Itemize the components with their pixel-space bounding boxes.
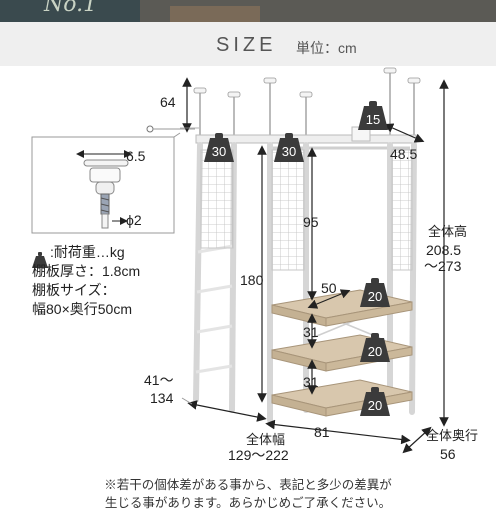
- total-height-value-b: 〜273: [424, 258, 462, 274]
- left-width-label-a: 41〜: [144, 372, 174, 388]
- disclaimer: ※若干の個体差がある事から、表記と多少の差異が 生じる事があります。あらかじめご…: [0, 476, 496, 512]
- size-title: SIZE: [216, 34, 277, 56]
- total-height-value-a: 208.5: [426, 242, 462, 258]
- svg-text:15: 15: [366, 112, 380, 127]
- svg-text:30: 30: [282, 144, 296, 159]
- total-width-title: 全体幅: [246, 432, 286, 447]
- top-bar: [195, 134, 417, 144]
- grid-height-label: 180: [240, 272, 264, 288]
- depth-top-label: 48.5: [390, 146, 418, 162]
- total-depth-arrow: [402, 426, 432, 454]
- total-depth-title: 全体奥行: [426, 428, 479, 443]
- pole-caps: [193, 67, 421, 98]
- shelf-size-note: 棚板サイズ：: [32, 282, 116, 298]
- center-mesh-panel: [271, 149, 305, 271]
- header-band: [0, 22, 496, 66]
- svg-text:20: 20: [368, 344, 382, 359]
- top-adjust-label: 64: [160, 94, 176, 110]
- left-frame-rungs: [195, 244, 234, 374]
- disclaimer-line-2: 生じる事があります。あらかじめご了承ください。: [104, 496, 392, 510]
- svg-text:20: 20: [368, 398, 382, 413]
- weight-icon-center-top: 30: [274, 133, 304, 162]
- top-photo-strip: No.1: [0, 0, 496, 22]
- left-frame-poles: [193, 142, 237, 413]
- shelf-gap-1-label: 31: [303, 324, 319, 340]
- total-height-title: 全体高: [428, 224, 468, 239]
- total-depth-value: 56: [440, 446, 456, 462]
- shelf-depth-arrow: [307, 289, 351, 309]
- svg-text:30: 30: [212, 144, 226, 159]
- weight-icon-left-top: 30: [204, 133, 234, 162]
- pole-bolt-label: ϕ2: [126, 212, 142, 228]
- weight-icon-shelf-3: 20: [360, 387, 390, 416]
- shelf-depth-label: 50: [321, 280, 337, 296]
- weight-icon-right-top: 15: [358, 101, 388, 130]
- left-width-arrow: [187, 400, 267, 422]
- photo-furniture: [170, 6, 260, 22]
- left-mesh-panel: [200, 149, 234, 249]
- pole-detail-callout: [31, 125, 195, 234]
- right-mesh-panel: [391, 149, 413, 271]
- shelf-size-value: 幅80×奥行50cm: [32, 301, 132, 317]
- left-width-label-b: 134: [150, 390, 174, 406]
- unit-label: 単位：cm: [296, 40, 357, 56]
- inner-width-label: 81: [314, 424, 330, 440]
- total-width-value: 129〜222: [228, 447, 289, 463]
- weight-icon-shelf-2: 20: [360, 333, 390, 362]
- weight-icon-shelf-1: 20: [360, 278, 390, 307]
- load-note: :耐荷重…kg: [50, 244, 125, 260]
- svg-text:20: 20: [368, 289, 382, 304]
- shelf-gap-top-label: 95: [303, 214, 319, 230]
- no1-badge: No.1: [44, 0, 98, 17]
- legend-weight-icon: [32, 252, 48, 268]
- spec-notes: :耐荷重…kg 棚板厚さ：1.8cm 棚板サイズ： 幅80×奥行50cm: [32, 243, 172, 329]
- thickness-note: 棚板厚さ：1.8cm: [32, 263, 141, 279]
- disclaimer-line-1: ※若干の個体差がある事から、表記と多少の差異が: [104, 478, 392, 492]
- inner-width-arrow: [265, 419, 411, 445]
- depth-top-arrow: [383, 123, 425, 143]
- pole-diameter-label: 6.5: [126, 148, 146, 164]
- shelf-gap-2-label: 31: [303, 374, 319, 390]
